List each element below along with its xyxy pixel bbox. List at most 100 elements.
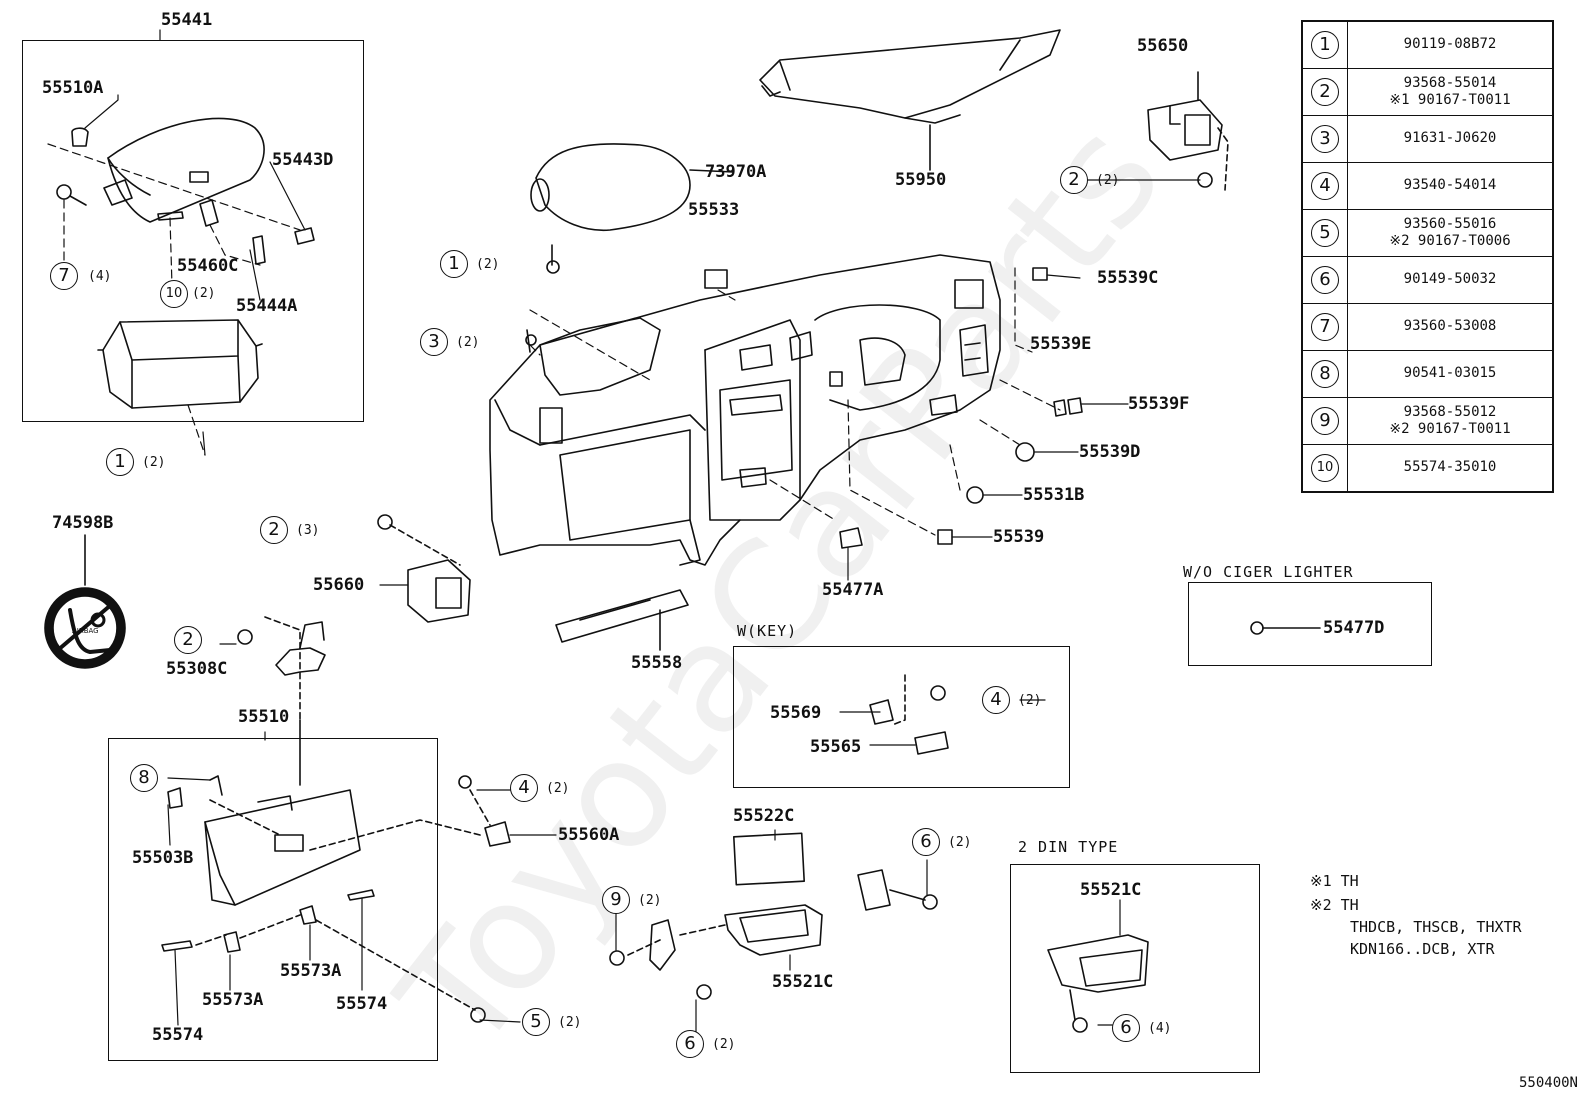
callout-5-qty: (2) [558, 1015, 582, 1030]
ref-key-cell: 5 [1301, 209, 1348, 257]
callout-6-din-qty: (4) [1148, 1021, 1172, 1036]
part-label-55950: 55950 [895, 170, 947, 190]
glovebox-tray [97, 319, 263, 409]
ref-part-number-cell: 93568-55012※2 90167-T0011 [1347, 397, 1554, 445]
callout-6-lower: 6 [676, 1030, 704, 1058]
callout-3-qty: (2) [456, 335, 480, 350]
note-1: ※1 TH [1310, 872, 1359, 890]
part-label-55521c-1: 55521C [772, 972, 834, 992]
callout-2-right-qty: (2) [1096, 173, 1120, 188]
part-label-55510: 55510 [238, 707, 290, 727]
part-label-55477d: 55477D [1323, 618, 1385, 638]
ref-part-number: 90149-50032 [1403, 271, 1497, 288]
callout-10-qty: (2) [192, 286, 216, 301]
part-label-55539d: 55539D [1079, 442, 1141, 462]
callout-1-top: 1 [440, 250, 468, 278]
ref-table-row: 7 93560-53008 [1301, 303, 1554, 351]
glovebox-door [161, 719, 511, 1023]
glovebox-lid-assembly [56, 117, 315, 265]
part-label-55443d: 55443D [272, 150, 334, 170]
callout-4-key: 4 [982, 686, 1010, 714]
part-label-55569: 55569 [770, 703, 822, 723]
callout-4-left-qty: (2) [546, 781, 570, 796]
part-label-55533: 55533 [688, 200, 740, 220]
callout-2-vent: 2 [260, 516, 288, 544]
callout-1-bottom-qty: (2) [142, 455, 166, 470]
part-label-55574-1: 55574 [336, 994, 388, 1014]
right-vent-55650 [1147, 71, 1229, 191]
box-w-key [733, 646, 1070, 788]
ref-key-cell: 8 [1301, 350, 1348, 398]
callout-4-left: 4 [510, 774, 538, 802]
ref-key-cell: 7 [1301, 303, 1348, 351]
w-o-ciger-title: W/O CIGER LIGHTER [1183, 563, 1354, 581]
ref-key-circle: 7 [1311, 313, 1339, 341]
diagram-code: 550400N [1518, 1075, 1578, 1091]
note-2: ※2 TH [1310, 896, 1359, 914]
part-label-55308c: 55308C [166, 659, 228, 679]
ref-part-number-cell: 55574-35010 [1347, 444, 1554, 493]
part-label-55558: 55558 [631, 653, 683, 673]
part-label-55574-2: 55574 [152, 1025, 204, 1045]
ref-part-number: 93540-54014 [1403, 177, 1497, 194]
ref-part-number-cell: 90541-03015 [1347, 350, 1554, 398]
callout-6-upper-qty: (2) [948, 835, 972, 850]
part-label-55539c: 55539C [1097, 268, 1159, 288]
callout-2-vent-qty: (3) [296, 523, 320, 538]
part-label-55573a-2: 55573A [202, 990, 264, 1010]
part-label-55560a: 55560A [558, 825, 620, 845]
ref-key-cell: 3 [1301, 115, 1348, 163]
part-label-55522c: 55522C [733, 806, 795, 826]
ref-part-number: 93560-53008 [1403, 318, 1497, 335]
instrument-panel [489, 254, 1001, 566]
callout-2-bracket: 2 [174, 626, 202, 654]
airbag-label-text: AIRBAG [72, 627, 99, 635]
part-label-55660: 55660 [313, 575, 365, 595]
callout-6-lower-qty: (2) [712, 1037, 736, 1052]
ref-key-circle: 9 [1311, 407, 1339, 435]
ref-part-number: ※2 90167-T0006 [1389, 233, 1511, 249]
callout-1-top-qty: (2) [476, 257, 500, 272]
box-2din [1010, 864, 1260, 1073]
ref-part-number: 91631-J0620 [1403, 130, 1497, 147]
part-label-55510a: 55510A [42, 78, 104, 98]
callout-3: 3 [420, 328, 448, 356]
top-trim-panel [759, 29, 1061, 171]
ref-part-number: ※1 90167-T0011 [1389, 92, 1511, 108]
bracket-55308c [237, 616, 326, 721]
left-vent-55660 [377, 514, 471, 623]
part-label-55444a: 55444A [236, 296, 298, 316]
ref-key-circle: 2 [1311, 78, 1339, 106]
box-55441 [22, 40, 364, 422]
ref-part-number-cell: 93560-53008 [1347, 303, 1554, 351]
airbag-warning-label [44, 534, 126, 669]
audio-bezel [609, 832, 938, 1000]
ref-key-cell: 10 [1301, 444, 1348, 493]
ref-part-number-cell: 90119-08B72 [1347, 20, 1554, 69]
ref-key-circle: 10 [1311, 454, 1339, 482]
ref-table-row: 2 93568-55014※1 90167-T0011 [1301, 68, 1554, 116]
box-w-o-ciger [1188, 582, 1432, 666]
ref-key-circle: 3 [1311, 125, 1339, 153]
ref-table-row: 9 93568-55012※2 90167-T0011 [1301, 397, 1554, 445]
callout-8: 8 [130, 764, 158, 792]
ref-table-row: 6 90149-50032 [1301, 256, 1554, 304]
part-label-55460c: 55460C [177, 256, 239, 276]
ref-key-cell: 2 [1301, 68, 1348, 116]
ref-part-number: 93568-55012 [1403, 403, 1497, 420]
ref-key-circle: 6 [1311, 266, 1339, 294]
ref-key-circle: 1 [1311, 31, 1339, 59]
part-label-55531b: 55531B [1023, 485, 1085, 505]
callout-1-bottom: 1 [106, 448, 134, 476]
callout-4-key-qty: (2) [1018, 693, 1042, 708]
ref-part-number-cell: 93560-55016※2 90167-T0006 [1347, 209, 1554, 257]
part-label-55565: 55565 [810, 737, 862, 757]
ref-key-cell: 9 [1301, 397, 1348, 445]
callout-7-qty: (4) [88, 269, 112, 284]
ref-key-cell: 4 [1301, 162, 1348, 210]
ref-part-number-cell: 93568-55014※1 90167-T0011 [1347, 68, 1554, 116]
ref-table-row: 1 90119-08B72 [1301, 20, 1554, 69]
